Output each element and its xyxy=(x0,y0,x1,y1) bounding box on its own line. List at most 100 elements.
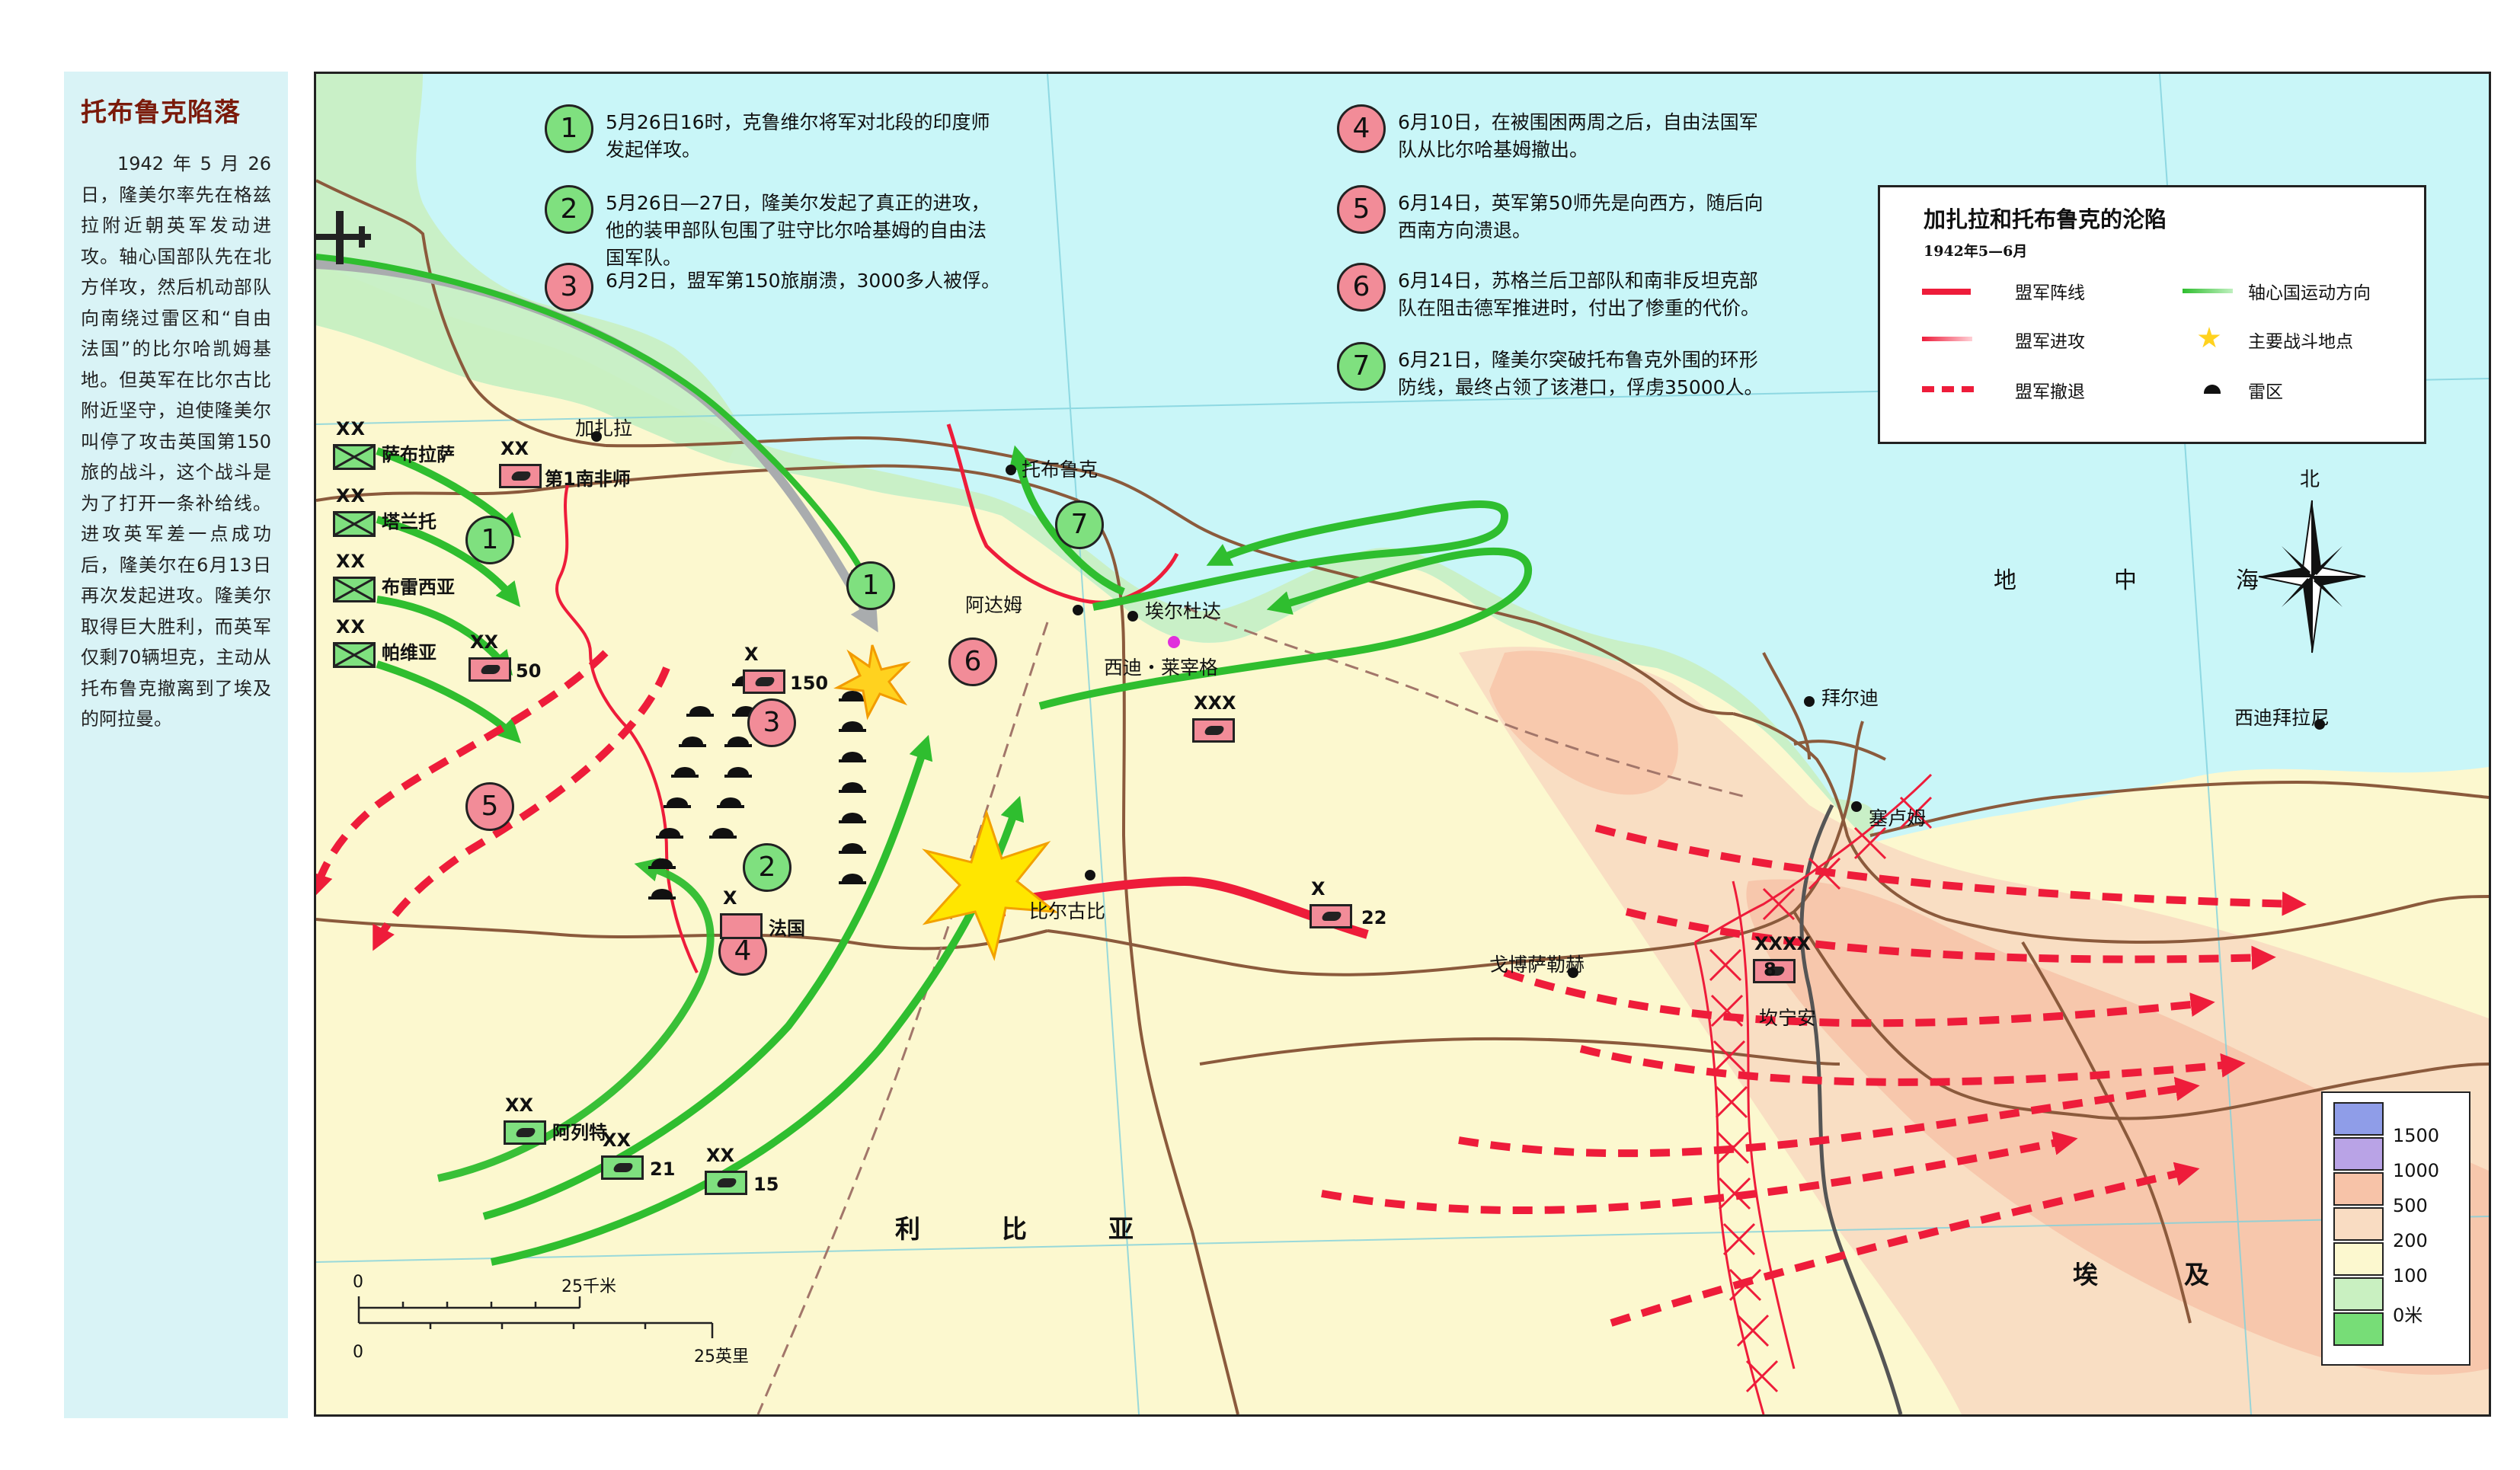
unit-brescia-label: 布雷西亚 xyxy=(382,577,455,598)
battle-sites xyxy=(833,644,1059,961)
armour-icon xyxy=(514,1128,537,1137)
event-badge-5: 5 xyxy=(1337,185,1386,234)
armour-icon xyxy=(510,471,532,481)
unit-brescia-echelon: XX xyxy=(336,551,366,572)
unit-22-symbol xyxy=(1310,904,1352,928)
unit-trento-echelon: XX xyxy=(336,485,366,507)
unit-french-symbol xyxy=(720,913,763,939)
unit-50-symbol xyxy=(469,657,511,682)
elevation-label-4: 100 xyxy=(2393,1265,2428,1286)
roads xyxy=(316,179,2489,1414)
region-libya-0: 利 xyxy=(895,1214,920,1244)
unit-21-label: 21 xyxy=(650,1158,676,1180)
allied-retreats xyxy=(316,650,2307,1327)
map-badge-3: 3 xyxy=(747,698,796,747)
map-frame: 1 5月26日16时，克鲁维尔将军对北段的印度师发起佯攻。 2 5月26日—27日，隆… xyxy=(314,72,2491,1417)
map-overlay: 1 5月26日16时，克鲁维尔将军对北段的印度师发起佯攻。 2 5月26日—27日，隆… xyxy=(316,74,2489,1414)
place-capuzzo: 坎宁安 xyxy=(1759,1007,1817,1029)
region-egypt-1: 及 xyxy=(2184,1260,2209,1289)
legend-label-allied_attack: 盟军进攻 xyxy=(2015,332,2085,352)
elevation-500-ridge xyxy=(1489,650,1678,795)
unit-xxx-symbol xyxy=(1192,718,1235,743)
unit-150-label: 150 xyxy=(790,673,829,694)
region-med-1: 中 xyxy=(2114,567,2137,594)
elevation-label-5: 0米 xyxy=(2393,1305,2423,1326)
elevation-label-3: 200 xyxy=(2393,1230,2428,1251)
scale-bar xyxy=(357,1296,714,1338)
place-eldouda: 埃尔杜达 xyxy=(1145,600,1222,622)
unit-ariete-echelon: XX xyxy=(505,1095,534,1116)
map-badge-7: 7 xyxy=(1055,500,1104,549)
elevation-label-0: 1500 xyxy=(2393,1125,2440,1146)
infantry-cross-icon xyxy=(335,579,373,600)
unit-50-label: 50 xyxy=(516,660,542,682)
place-sidibarrani: 西迪拜拉尼 xyxy=(2234,707,2330,729)
place-adem: 阿达姆 xyxy=(965,594,1023,616)
unit-sabratha-label: 萨布拉萨 xyxy=(382,444,455,465)
infantry-cross-icon xyxy=(335,644,373,666)
map-badge-5: 5 xyxy=(465,782,514,831)
unit-15-echelon: XX xyxy=(706,1145,735,1166)
unit-trento-label: 塔兰托 xyxy=(382,511,437,532)
unit-150-symbol xyxy=(743,669,785,694)
event-text-6-line1: 6月14日，苏格兰后卫部队和南非反坦克部 xyxy=(1398,270,1758,292)
legend-swatch-allied-line xyxy=(1922,289,1971,295)
event-badge-1: 1 xyxy=(545,104,593,153)
elevation-label-2: 500 xyxy=(2393,1195,2428,1216)
place-sidirezegh: 西迪・莱宰格 xyxy=(1104,657,1219,679)
event-text-4-line2: 队从比尔哈基姆撤出。 xyxy=(1398,139,1589,161)
event-text-1-line1: 5月26日16时，克鲁维尔将军对北段的印度师 xyxy=(606,111,990,133)
event-text-1-line2: 发起佯攻。 xyxy=(606,139,702,161)
scale-zero-km: 0 xyxy=(353,1273,363,1292)
region-med-2: 海 xyxy=(2236,567,2259,594)
unit-8-symbol xyxy=(1753,959,1796,983)
event-text-5-line2: 西南方向溃退。 xyxy=(1398,219,1532,241)
unit-brescia-symbol xyxy=(333,577,376,602)
legend-swatch-allied-attack xyxy=(1922,337,1972,341)
armour-icon xyxy=(612,1163,635,1172)
place-gambut: 戈博萨勒赫 xyxy=(1489,954,1585,976)
event-text-4-line1: 6月10日，在被围困两周之后，自由法国军 xyxy=(1398,111,1758,133)
event-badge-7: 7 xyxy=(1337,342,1386,391)
region-med-0: 地 xyxy=(1994,567,2016,594)
legend-label-allied_retreat: 盟军撤退 xyxy=(2015,382,2085,402)
event-text-6-line2: 队在阻击德军推进时，付出了惨重的代价。 xyxy=(1398,297,1760,319)
unit-sabratha-echelon: XX xyxy=(336,418,366,439)
scale-km: 25千米 xyxy=(561,1277,616,1296)
tracks xyxy=(756,606,1749,1414)
town-dots xyxy=(591,431,2325,978)
region-libya-2: 亚 xyxy=(1108,1214,1134,1244)
event-text-2-line2: 他的装甲部队包围了驻守比尔哈基姆的自由法 xyxy=(606,219,987,241)
elevation-500 xyxy=(1746,879,2489,1375)
armour-icon xyxy=(1203,726,1226,735)
map-badge-6: 6 xyxy=(948,638,997,686)
unit-150-echelon: X xyxy=(744,644,759,665)
unit-15-symbol xyxy=(705,1171,747,1195)
minefields xyxy=(648,676,866,900)
north-label: 北 xyxy=(2300,468,2320,491)
event-badge-2: 2 xyxy=(545,185,593,234)
event-badge-6: 6 xyxy=(1337,263,1386,312)
place-gazala: 加扎拉 xyxy=(575,417,633,439)
legend-swatch-minefield xyxy=(2204,385,2221,394)
armour-icon xyxy=(1320,912,1343,921)
sidebar-body: 1942年5月26日，隆美尔率先在格兹拉附近朝英军发动进攻。轴心国部队先在北方佯… xyxy=(81,153,271,730)
place-birgubi: 比尔古比 xyxy=(1029,900,1106,922)
coastal-lowland xyxy=(316,74,2489,843)
unit-21-echelon: XX xyxy=(603,1130,632,1151)
unit-ariete-symbol xyxy=(504,1120,546,1145)
event-text-2-line1: 5月26日—27日，隆美尔发起了真正的进攻， xyxy=(606,192,990,214)
region-egypt-0: 埃 xyxy=(2073,1260,2098,1289)
elevation-label-1: 1000 xyxy=(2393,1160,2440,1181)
sidebar: 托布鲁克陷落 1942年5月26日，隆美尔率先在格兹拉附近朝英军发动进攻。轴心国… xyxy=(64,72,288,1418)
legend-box xyxy=(1878,185,2426,444)
unit-trento-symbol xyxy=(333,511,376,537)
armour-icon xyxy=(715,1178,738,1187)
map-badge-2: 2 xyxy=(743,843,791,892)
elevation-swatch-0 xyxy=(2333,1102,2384,1136)
unit-22-echelon: X xyxy=(1311,878,1326,900)
compass-rose-icon xyxy=(2258,500,2366,654)
event-badge-3: 3 xyxy=(545,263,593,312)
map-badge-1: 1 xyxy=(465,516,514,564)
minefield-cluster-west xyxy=(648,676,866,900)
